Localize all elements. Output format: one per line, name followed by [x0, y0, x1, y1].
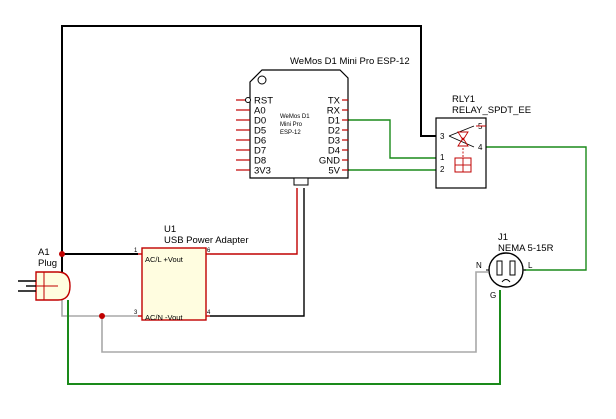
adapter-ref: U1 — [164, 224, 176, 235]
wires — [61, 25, 587, 385]
wemos-pin-d4: D4 — [328, 146, 340, 157]
relay-pin-1: 1 — [440, 153, 445, 162]
outlet-ref: J1 — [498, 232, 508, 243]
relay-name: RELAY_SPDT_EE — [452, 105, 531, 116]
relay-ref: RLY1 — [452, 94, 475, 105]
wemos-pin-d7: D7 — [254, 146, 266, 157]
wemos-pin-rst: RST — [254, 96, 273, 107]
relay-body — [435, 117, 487, 189]
wemos-d1-mini-pro[interactable]: WeMos D1 Mini Pro ESP-12 WeMos D1 Mini P… — [236, 56, 410, 186]
wemos-pin-d6: D6 — [254, 136, 266, 147]
wemos-title: WeMos D1 Mini Pro ESP-12 — [290, 56, 410, 67]
junction-dot — [59, 251, 65, 257]
wemos-pin-d5: D5 — [254, 126, 266, 137]
wemos-pin-d3: D3 — [328, 136, 340, 147]
wemos-pin-d8: D8 — [254, 156, 266, 167]
wemos-pin-rx: RX — [327, 106, 341, 117]
wemos-pin-gnd: GND — [319, 156, 340, 167]
wire-neutral — [61, 300, 138, 317]
outlet-slot-n — [496, 260, 503, 276]
wire-d1-coil — [342, 119, 436, 159]
relay-rly1[interactable]: RLY1 RELAY_SPDT_EE 3 5 4 1 2 — [435, 94, 531, 189]
mount-hole-icon — [257, 75, 267, 85]
wire-neutral-outlet — [101, 271, 488, 353]
plug-ref: A1 — [38, 247, 50, 258]
wemos-pin-3v3: 3V3 — [254, 166, 271, 177]
wemos-pin-a0: A0 — [254, 106, 266, 117]
relay-pin-3: 3 — [440, 132, 445, 141]
outlet-j1[interactable]: J1 NEMA 5-15R N L G — [476, 232, 554, 300]
outlet-ground-hole — [501, 279, 511, 283]
outlet-pin-n: N — [476, 261, 482, 270]
wire-vout-minus — [210, 188, 305, 317]
relay-contact — [448, 125, 475, 137]
plug-name: Plug — [38, 258, 57, 269]
adapter-pin-6: 6 — [207, 248, 211, 254]
outlet-body — [488, 252, 524, 288]
relay-switch-icon — [457, 131, 469, 147]
adapter-label-top: AC/L +Vout — [145, 255, 184, 264]
adapter-pin-1: 1 — [134, 248, 138, 254]
adapter-pin-3: 3 — [134, 310, 138, 316]
wemos-pin-tx: TX — [328, 96, 341, 107]
wemos-inner-2: Mini Pro — [280, 122, 303, 128]
wemos-pin-5v: 5V — [328, 166, 340, 177]
junction-dot — [99, 313, 105, 319]
plug-a1[interactable]: A1 Plug — [18, 247, 71, 301]
wemos-pin-d0: D0 — [254, 116, 266, 127]
rst-inverted-bubble-icon — [245, 97, 251, 103]
wemos-inner-1: WeMos D1 — [280, 114, 310, 120]
adapter-name: USB Power Adapter — [164, 235, 249, 246]
wire-ground — [67, 290, 501, 385]
wemos-pin-d2: D2 — [328, 126, 340, 137]
wire-plug-to-relay-com — [61, 25, 436, 272]
wemos-inner-3: ESP-12 — [280, 130, 301, 136]
wire-relay-no-outlet — [486, 146, 587, 271]
wemos-body — [249, 69, 349, 179]
outlet-name: NEMA 5-15R — [498, 243, 554, 254]
wemos-pin-d1: D1 — [328, 116, 340, 127]
relay-pin-4: 4 — [478, 143, 483, 152]
outlet-pin-g: G — [490, 291, 496, 300]
usb-connector — [293, 177, 309, 186]
adapter-body — [141, 247, 207, 321]
wire-vout-plus — [210, 188, 298, 255]
adapter-label-bottom: AC/N -Vout — [145, 313, 183, 322]
adapter-pin-4: 4 — [207, 310, 211, 316]
outlet-pin-l: L — [528, 261, 533, 270]
usb-power-adapter-u1[interactable]: U1 USB Power Adapter 1 6 3 4 AC/L +Vout … — [134, 224, 249, 322]
relay-contact — [448, 135, 475, 148]
relay-pin-2: 2 — [440, 165, 445, 174]
outlet-slot-l — [509, 260, 516, 276]
